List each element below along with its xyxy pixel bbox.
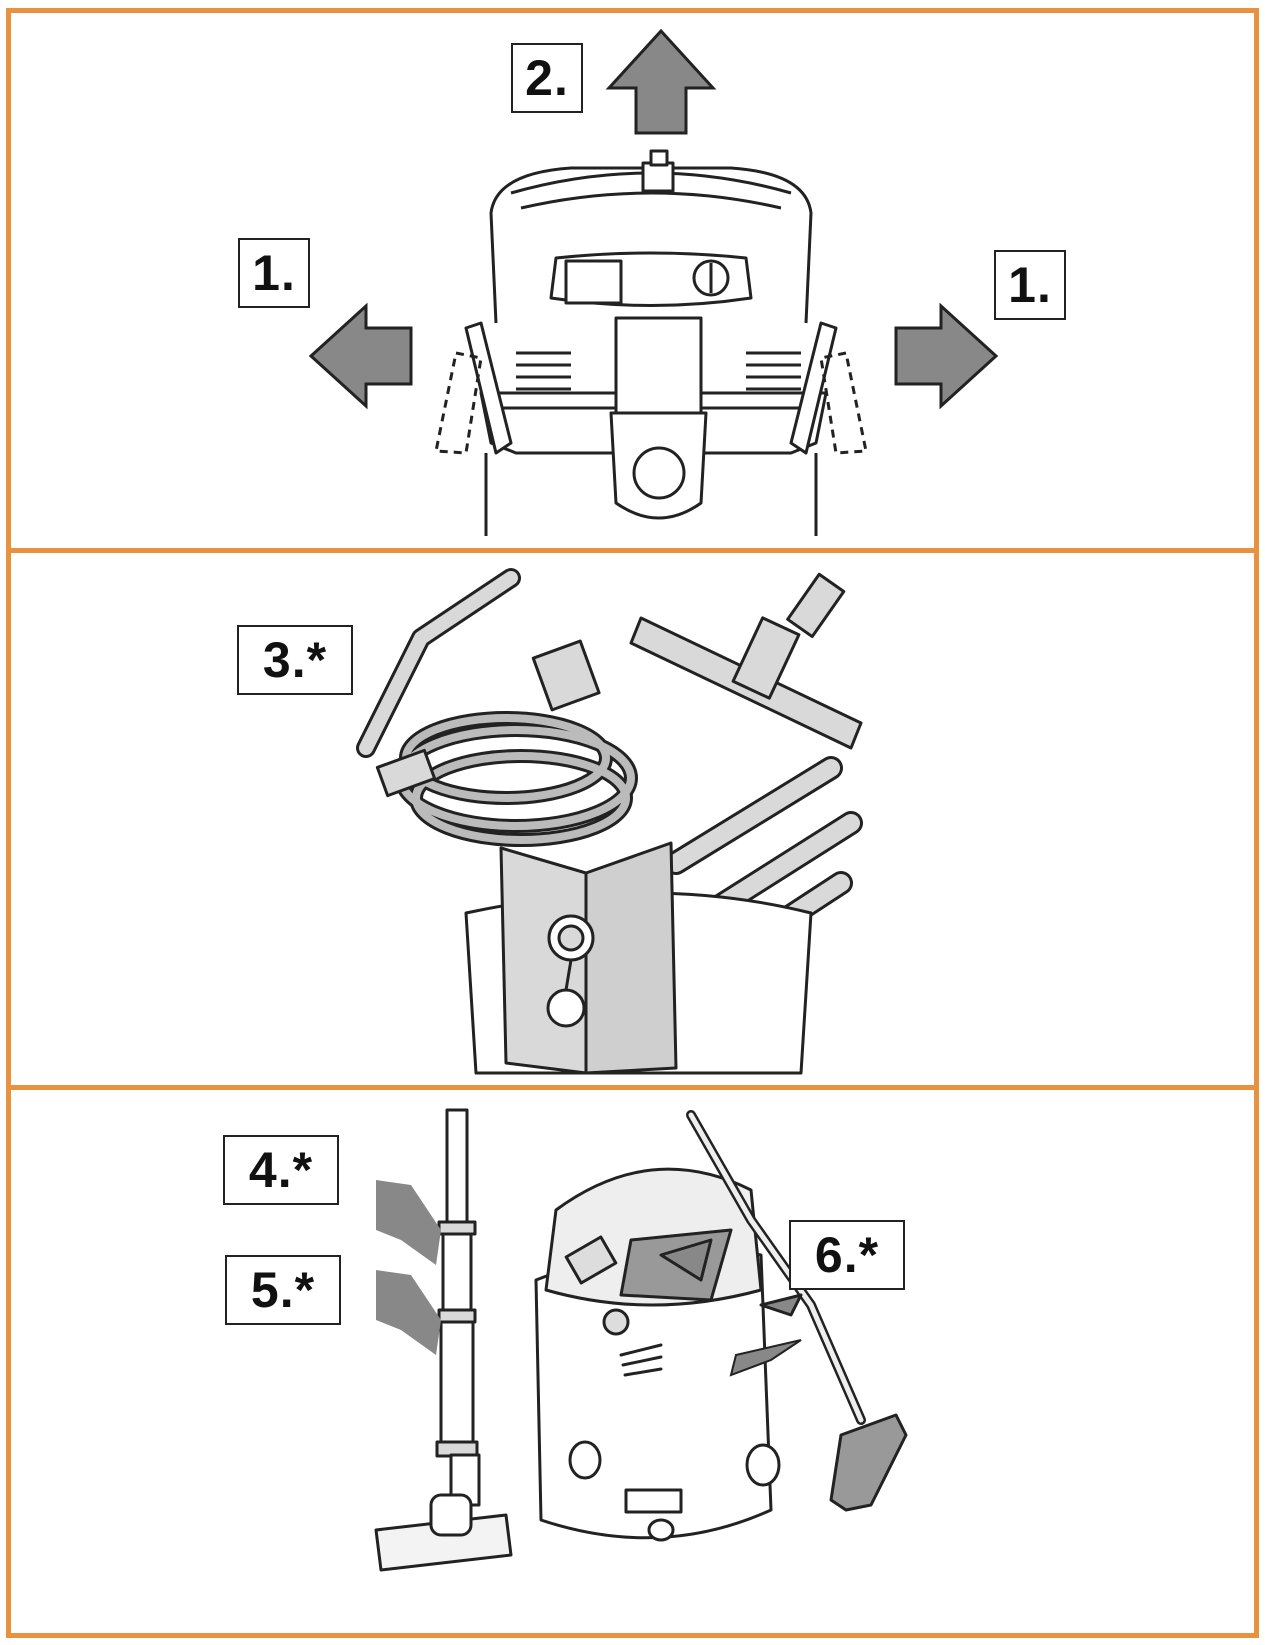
step-3-label: 3.* (237, 625, 353, 695)
assembly-illustration (374, 1108, 908, 1572)
step-1-right-label: 1. (994, 250, 1066, 320)
vacuum-head-illustration (308, 28, 999, 536)
panel-divider-2 (6, 1085, 1259, 1090)
step-6-label: 6.* (789, 1220, 905, 1290)
arrow-up-icon (605, 28, 717, 135)
step-4-label: 4.* (223, 1135, 339, 1205)
panel-remove-head: 1. 2. 1. (11, 13, 1254, 548)
step-5-label: 5.* (225, 1255, 341, 1325)
panel-assembly: 4.* 5.* 6.* (11, 1090, 1254, 1633)
instruction-frame (6, 8, 1259, 1638)
step-6-arrow-icon (729, 1339, 802, 1377)
step-5-arrow-icon (376, 1270, 441, 1355)
arrow-right-icon (894, 302, 999, 410)
panel-accessories: 3.* (11, 553, 1254, 1085)
accessories-illustration (356, 568, 863, 1075)
panel-divider-1 (6, 548, 1259, 553)
step-2-label: 2. (511, 43, 583, 113)
step-1-left-label: 1. (238, 238, 310, 308)
arrow-left-icon (308, 302, 413, 410)
step-4-arrow-icon (376, 1180, 441, 1265)
